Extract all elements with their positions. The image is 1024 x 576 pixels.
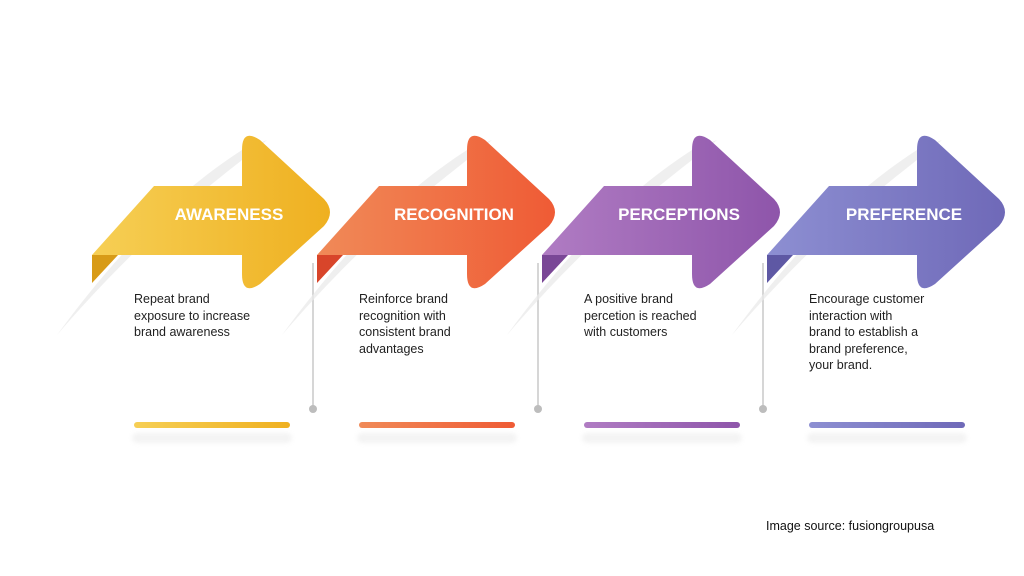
description-line: brand to establish a (809, 325, 919, 339)
description-line: Reinforce brand (359, 292, 448, 306)
stage-title-perceptions: PERCEPTIONS (618, 205, 740, 224)
arrow-fold (767, 255, 793, 283)
description-line: brand preference, (809, 341, 908, 356)
bar-shadow (132, 433, 292, 443)
description-line: with customers (584, 325, 668, 339)
description-line: Repeat brand (134, 292, 210, 306)
stage-bar-awareness (134, 422, 290, 428)
description-line: consistent brand (359, 325, 451, 339)
stage-description-recognition: Reinforce brand recognition with consisten… (359, 291, 529, 357)
description-line: A positive brand (584, 292, 673, 306)
connector-dot (309, 405, 317, 413)
arrow-preference (767, 135, 1005, 289)
description-line: Encourage customer (809, 292, 925, 306)
bar-shadow (807, 433, 967, 443)
stage-bar-preference (809, 422, 965, 428)
arrow-awareness (92, 135, 330, 289)
arrow-perceptions (542, 135, 780, 289)
description-line: advantages (359, 341, 424, 356)
description-line: recognition with (359, 308, 446, 323)
connector-dot (759, 405, 767, 413)
description-line: brand awareness (134, 325, 230, 339)
stage-bar-perceptions (584, 422, 740, 428)
bar-shadow (357, 433, 517, 443)
image-source-credit: Image source: fusiongroupusa (766, 519, 935, 533)
connector-dot (534, 405, 542, 413)
stage-bar-recognition (359, 422, 515, 428)
description-line: exposure to increase (134, 308, 251, 323)
arrow-recognition (317, 135, 555, 289)
bar-shadow (582, 433, 742, 443)
arrow-fold (542, 255, 568, 283)
stage-title-awareness: AWARENESS (175, 205, 284, 224)
description-line: your brand. (809, 358, 873, 372)
description-line: percetion is reached (584, 308, 697, 323)
stage-title-preference: PREFERENCE (846, 205, 962, 224)
arrow-fold (317, 255, 343, 283)
stage-description-awareness: Repeat brand exposure to increase brand aw… (134, 291, 304, 341)
arrow-fold (92, 255, 118, 283)
stage-description-perceptions: A positive brand percetion is reached with… (584, 291, 754, 341)
stage-description-preference: Encourage customer interaction with brand … (809, 291, 979, 374)
stage-title-recognition: RECOGNITION (394, 205, 514, 224)
description-line: interaction with (809, 308, 893, 323)
